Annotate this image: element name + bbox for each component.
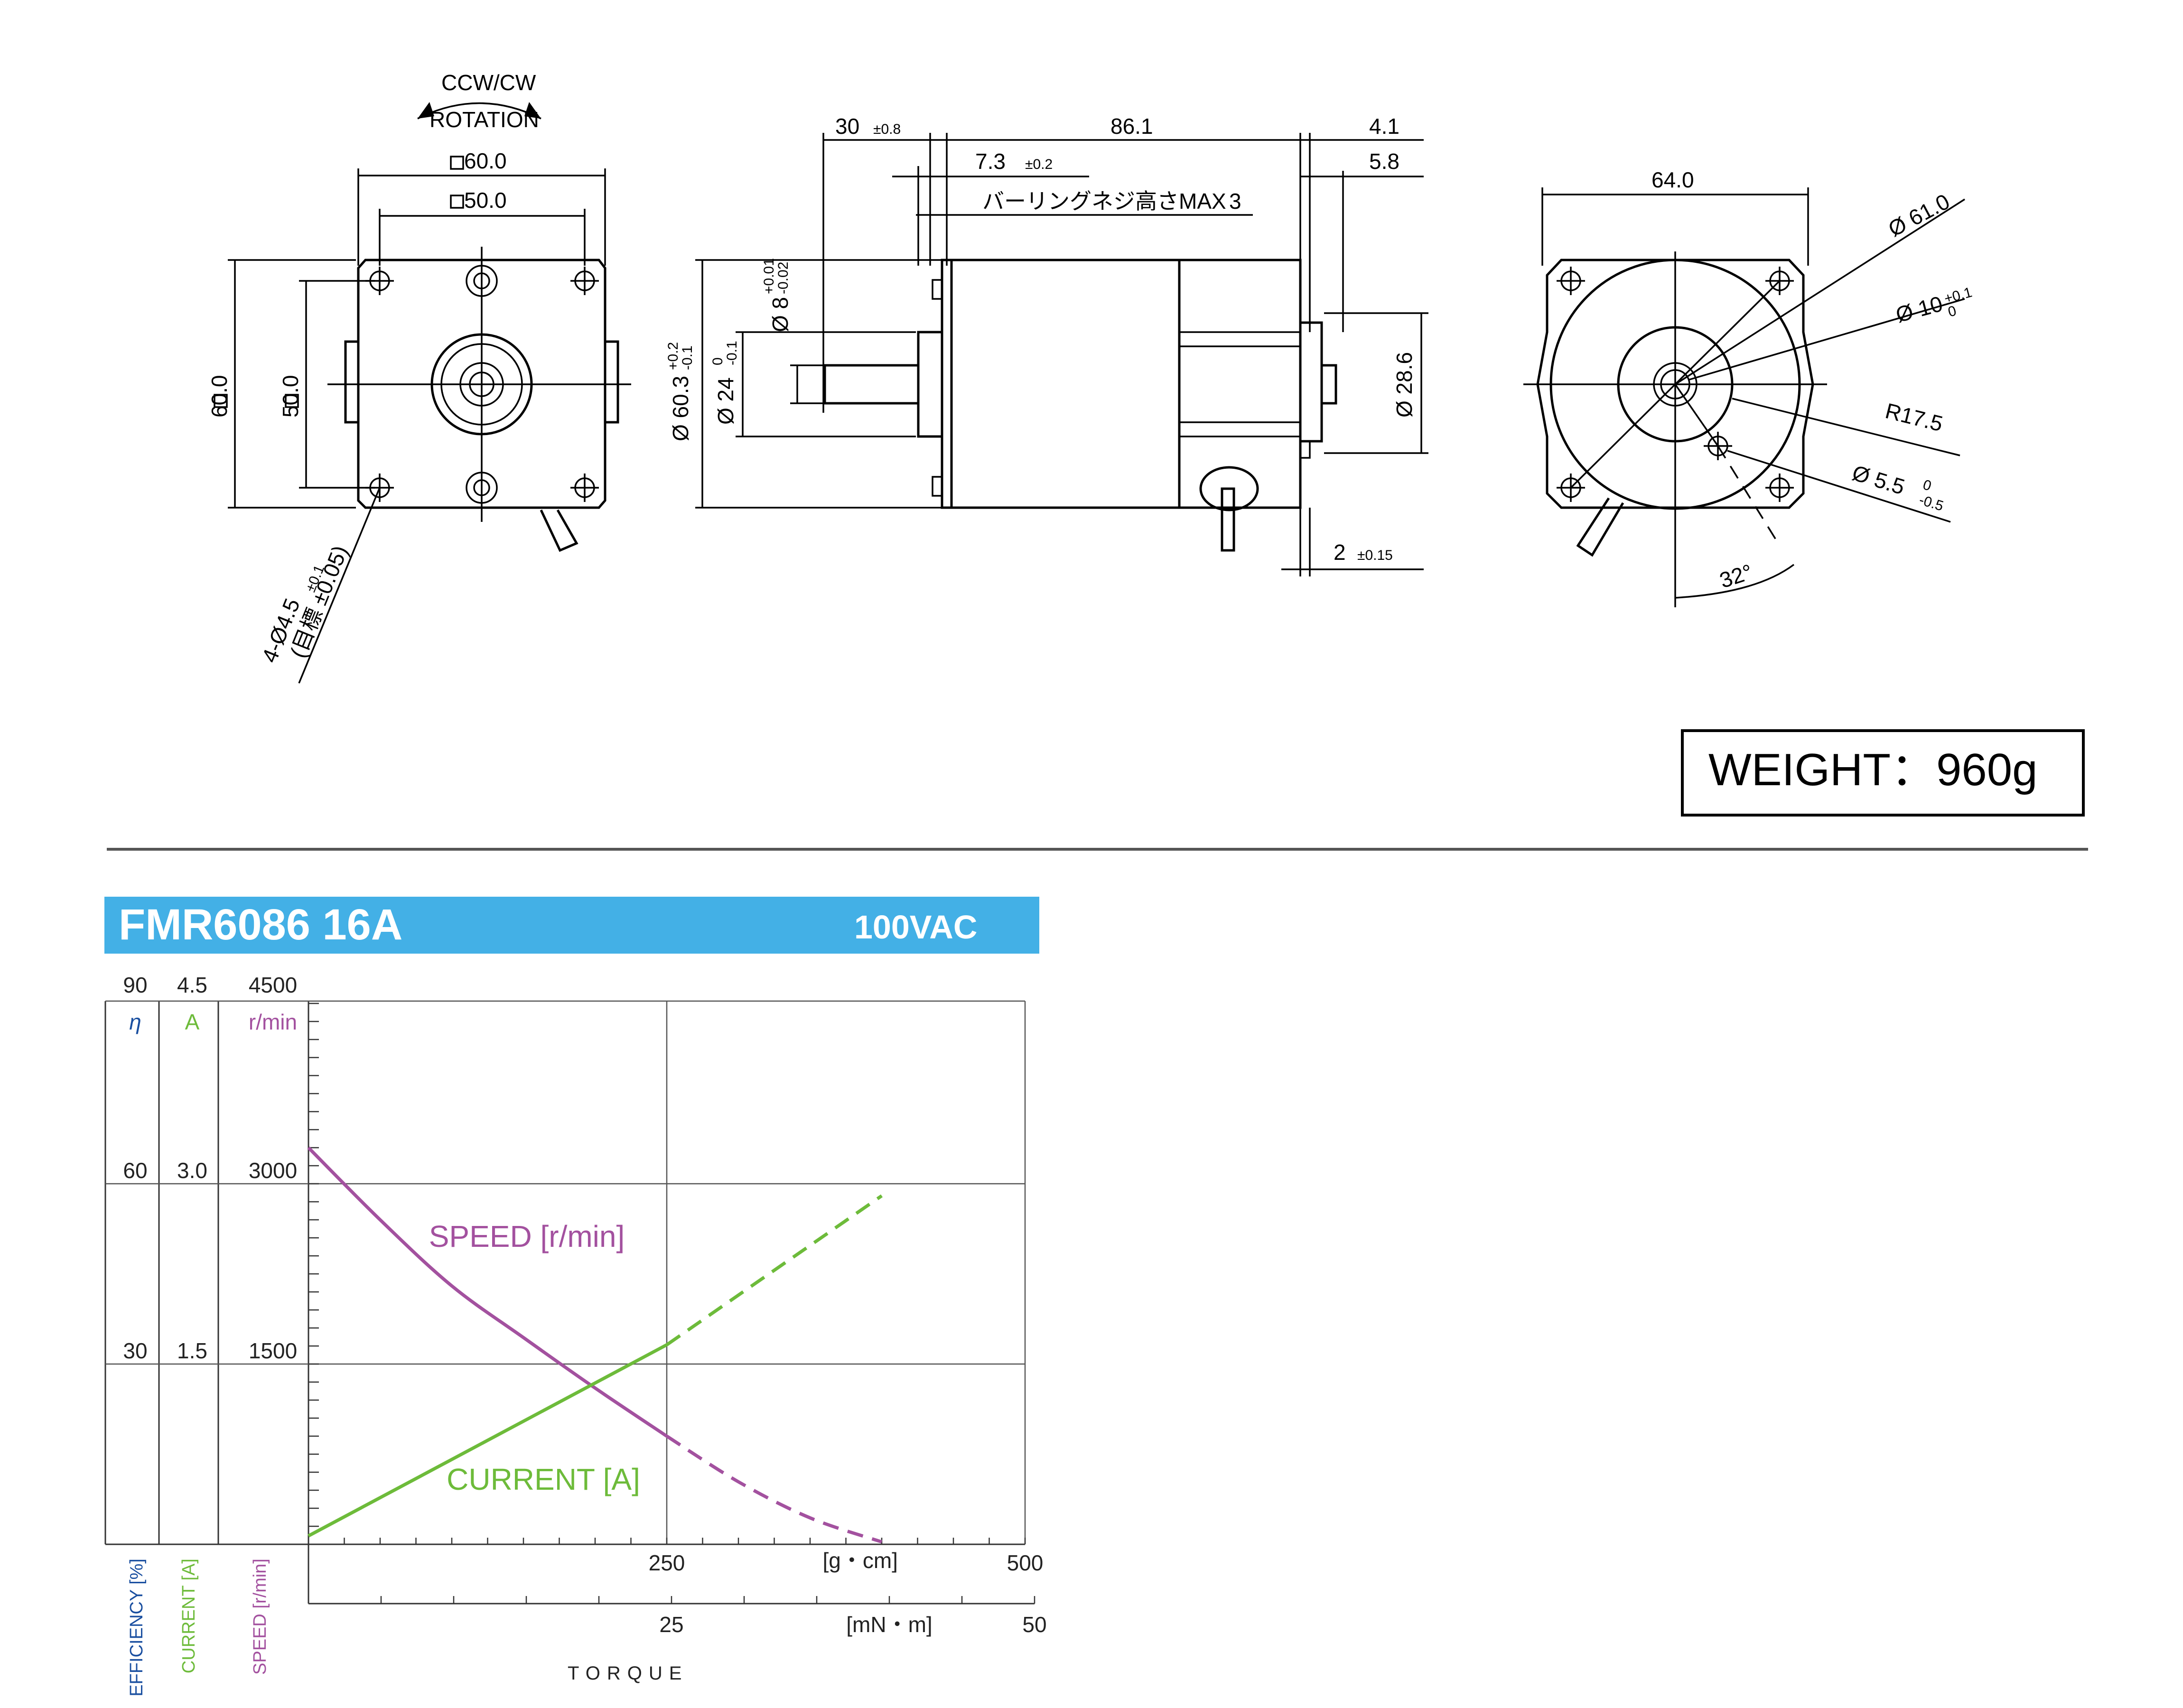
dim-rear-dia: Ø 28.6	[1392, 352, 1417, 418]
dim-dia-55-tol-lo: -0.5	[1917, 492, 1945, 514]
y-unit-label: η	[129, 1010, 141, 1034]
weight-label: WEIGHT：960g	[1708, 744, 2038, 795]
series-label: SPEED [r/min]	[429, 1219, 625, 1253]
dim-dia-10-tol-hi: +0.1	[1942, 285, 1974, 307]
series-line-dashed	[666, 1194, 883, 1346]
dim-outer-width: 60.0	[464, 149, 507, 173]
dim-r: R17.5	[1883, 398, 1946, 436]
dim-boss-len-tol: ±0.2	[1025, 157, 1053, 172]
dim-shaft-dia-tol-hi: +0.01	[761, 258, 777, 294]
dim-body-dia: Ø 60.3	[668, 376, 693, 441]
y-tick-label: 4.5	[177, 973, 207, 997]
dim-shaft-dia: Ø 8	[768, 297, 793, 332]
rotation-label-2: ROTATION	[429, 107, 539, 132]
y-unit-label: r/min	[249, 1010, 297, 1034]
dim-body-len: 86.1	[1110, 114, 1153, 139]
square-symbol-icon	[450, 195, 464, 209]
dim-rear-step-tol: ±0.15	[1357, 548, 1393, 563]
y-unit-label: A	[185, 1010, 200, 1034]
x-secondary-tick-label: 25	[659, 1612, 683, 1637]
x-unit-label: [g・cm]	[822, 1548, 897, 1573]
x-secondary-tick-label: 50	[1022, 1612, 1046, 1637]
series-line-solid	[307, 1146, 668, 1438]
y-tick-label: 1500	[249, 1338, 297, 1363]
rotation-label-1: CCW/CW	[441, 70, 536, 95]
chart-voltage: 100VAC	[854, 909, 977, 946]
y-tick-label: 1.5	[177, 1338, 207, 1363]
dim-boss-dia-tol-lo: -0.1	[724, 341, 740, 365]
x-axis-title: TORQUE	[568, 1663, 688, 1684]
y-axis-title: SPEED [r/min]	[250, 1559, 270, 1675]
rear-view: 64.0 Ø 61.0 Ø 10 +0.1 0 R17.5 Ø 5.5	[1523, 167, 1974, 607]
dim-shaft-len-tol: ±0.8	[873, 121, 901, 137]
dim-body-dia-tol-hi: +0.2	[665, 342, 681, 370]
chart-header-bar	[104, 897, 1039, 954]
weight-box	[1681, 729, 2085, 817]
y-tick-label: 4500	[249, 973, 297, 997]
y-axis-title: CURRENT [A]	[179, 1559, 199, 1673]
dim-inner-height: 50.0	[278, 375, 303, 418]
dim-dia-55-tol-hi: 0	[1921, 477, 1933, 494]
x-tick-label: 500	[1007, 1550, 1044, 1575]
chart-model-title: FMR6086 16A	[119, 900, 402, 949]
y-tick-label: 60	[123, 1158, 147, 1183]
y-tick-label: 3000	[249, 1158, 297, 1183]
x-secondary-unit-label: [mN・m]	[846, 1612, 932, 1637]
dim-shaft-dia-tol-lo: -0.02	[775, 262, 791, 294]
dim-angle: 32°	[1717, 559, 1755, 593]
dim-outer-height: 60.0	[207, 375, 232, 418]
dim-dia-10: Ø 10	[1893, 291, 1945, 327]
series-label: CURRENT [A]	[447, 1462, 640, 1496]
screw-note-value: 3	[1229, 189, 1241, 214]
dim-dia-10-tol-lo: 0	[1946, 303, 1958, 320]
y-tick-label: 90	[123, 973, 147, 997]
y-tick-label: 30	[123, 1338, 147, 1363]
dim-shaft-len: 30	[835, 114, 859, 139]
dim-inner-width: 50.0	[464, 188, 507, 213]
dim-boss-dia-tol-hi: 0	[710, 357, 726, 365]
series-line-dashed	[666, 1435, 883, 1544]
screw-note: バーリングネジ高さMAX	[982, 189, 1226, 214]
y-tick-label: 3.0	[177, 1158, 207, 1183]
series-line-solid	[308, 1343, 668, 1538]
x-tick-label: 250	[649, 1550, 685, 1575]
dim-rear-1: 4.1	[1369, 114, 1399, 139]
dim-body-dia-tol-lo: -0.1	[680, 345, 695, 370]
dim-dia-55: Ø 5.5	[1849, 460, 1908, 500]
dim-boss-dia: Ø 24	[713, 377, 738, 425]
dim-boss-len: 7.3	[975, 149, 1006, 174]
rotation-arrow-icon	[417, 102, 541, 120]
side-view: 30 ±0.8 86.1 4.1 7.3 ±0.2 5.8 バーリングネジ高さM…	[665, 114, 1428, 576]
front-view: CCW/CW ROTATION 60.0 50.0 60.0 50.0	[207, 70, 631, 684]
dim-width: 64.0	[1651, 167, 1694, 192]
square-symbol-icon	[450, 156, 464, 170]
dim-rear-2: 5.8	[1369, 149, 1399, 174]
dim-rear-step: 2	[1334, 540, 1346, 565]
dim-dia-61: Ø 61.0	[1884, 189, 1953, 241]
y-axis-title: EFFICIENCY [%]	[127, 1559, 147, 1697]
